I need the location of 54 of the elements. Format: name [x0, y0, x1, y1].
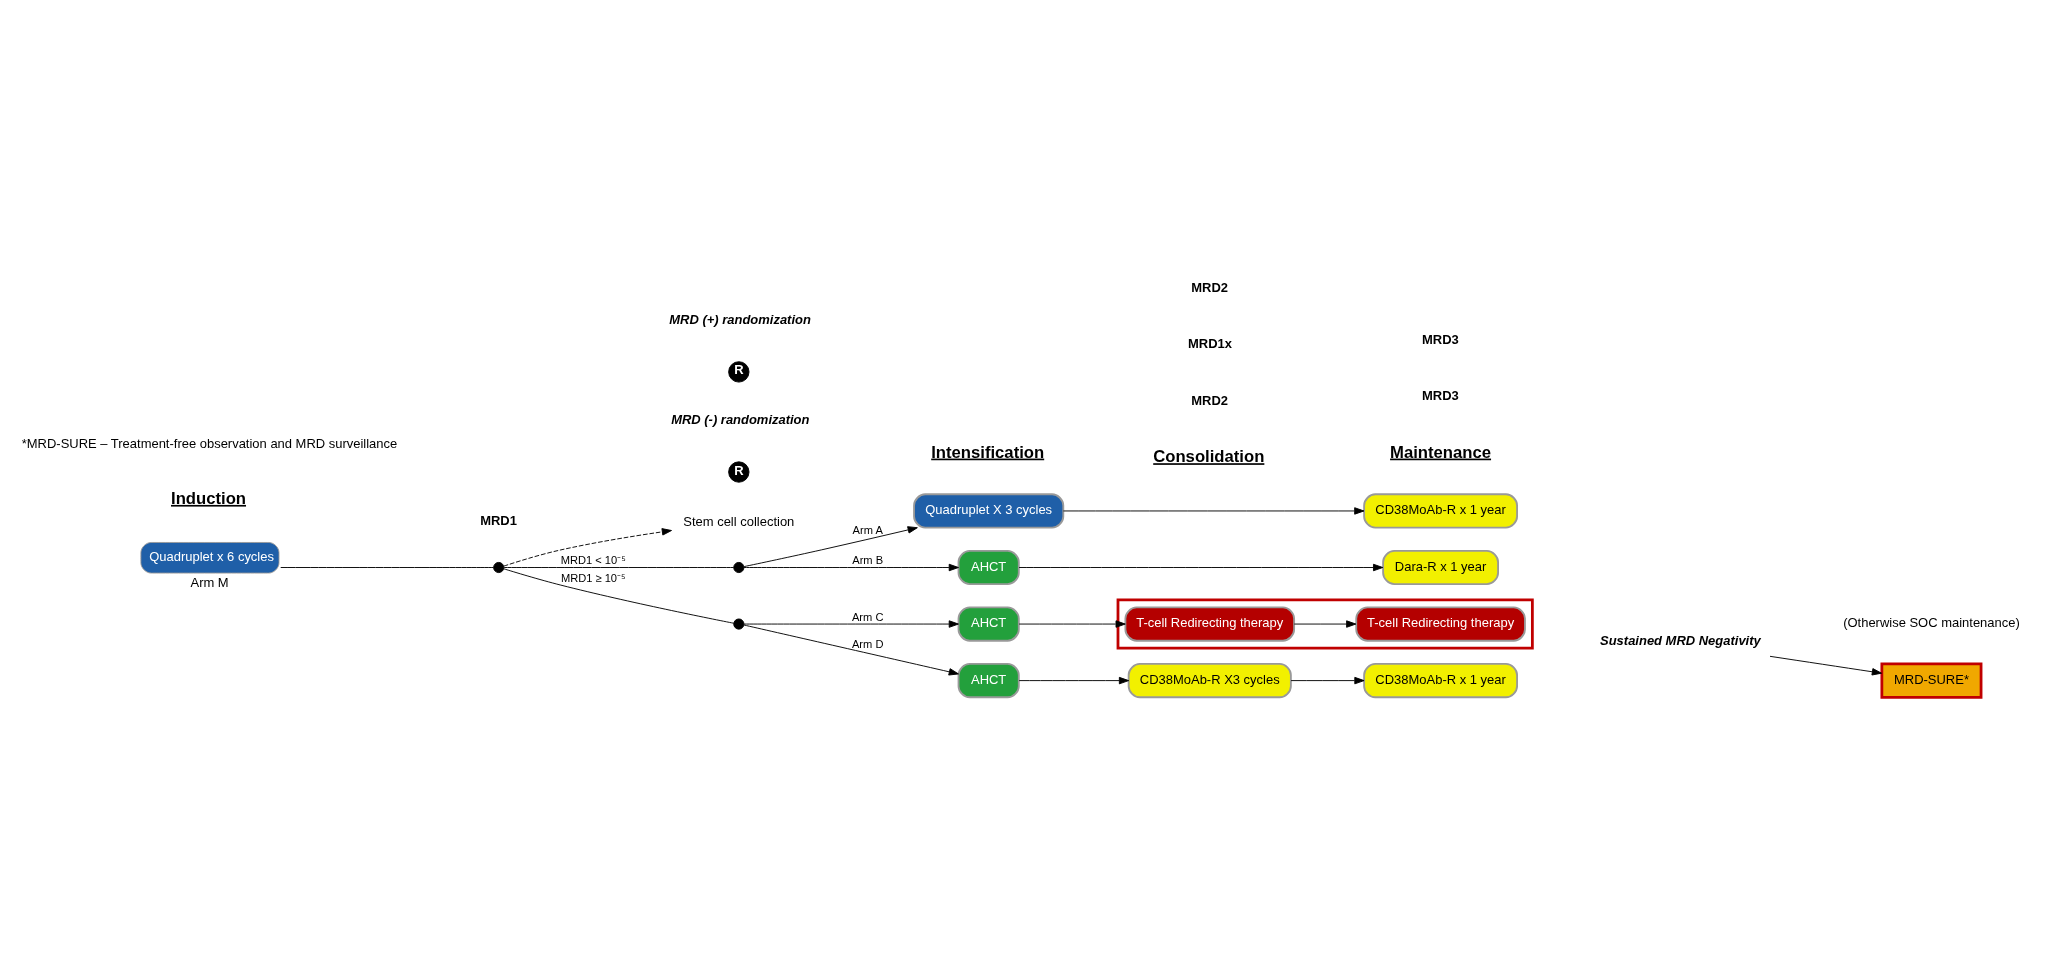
connector [280, 566, 495, 568]
arrow [743, 624, 959, 675]
arrow [1018, 563, 1384, 571]
node-box: T-cell Redirecting therapy [1355, 605, 1526, 642]
arrow [743, 619, 959, 628]
arrow [503, 527, 672, 567]
arrow [743, 525, 918, 567]
label: MRD (+) randomization [669, 311, 811, 327]
label: Induction [171, 488, 247, 508]
label: *MRD-SURE – Treatment-free observation and MRD surveillance [21, 435, 398, 451]
node-circle [493, 561, 505, 573]
node-box: Quadruplet X 3 cycles [913, 492, 1065, 529]
connector [503, 567, 735, 624]
edge-label: MRD1 < 10⁻⁵ [560, 553, 626, 566]
node-label: Arm M [190, 574, 229, 590]
node-box: AHCT [957, 605, 1020, 642]
node-box: AHCT [957, 549, 1020, 585]
node-box: Dara-R x 1 year [1382, 549, 1499, 585]
edge-label: MRD1 ≥ 10⁻⁵ [560, 571, 626, 584]
label: MRD3 [1422, 331, 1459, 347]
node-text: Stem cell collection [683, 513, 795, 529]
label: (Otherwise SOC maintenance) [1843, 614, 2020, 630]
node-box: T-cell Redirecting therapy [1124, 605, 1296, 642]
label: MRD (-) randomization [671, 411, 810, 427]
arrow [1290, 676, 1365, 684]
node-text: Sustained MRD Negativity [1600, 632, 1761, 648]
edge-label: Arm C [851, 610, 884, 623]
node-circle [733, 561, 745, 573]
label: Consolidation [1153, 446, 1265, 466]
edge-label: Arm D [851, 637, 884, 650]
label: Intensification [931, 442, 1045, 462]
edge-label: Arm B [852, 553, 884, 566]
arrow [1293, 619, 1357, 628]
label: Maintenance [1390, 442, 1492, 462]
arrow [1018, 619, 1126, 628]
label: R [734, 462, 744, 478]
node-circle [733, 618, 745, 630]
arrow [1769, 655, 1883, 675]
connector [503, 566, 735, 568]
arrow [1062, 506, 1365, 515]
node-box: MRD-SURE* [1880, 662, 1983, 699]
label: MRD1 [480, 512, 517, 528]
node-box: CD38MoAb-R x 1 year [1363, 492, 1518, 529]
label: MRD1x [1187, 335, 1232, 351]
node-box: CD38MoAb-R x 1 year [1363, 662, 1518, 698]
arrow [1018, 676, 1130, 684]
arrow [743, 563, 959, 571]
node-box: CD38MoAb-R X3 cycles [1127, 662, 1292, 698]
label: MRD2 [1191, 392, 1228, 408]
edge-label: Arm A [852, 523, 883, 536]
label: R [734, 361, 744, 377]
label: MRD2 [1191, 279, 1228, 295]
label: MRD3 [1422, 387, 1459, 403]
node-box: AHCT [957, 662, 1020, 698]
